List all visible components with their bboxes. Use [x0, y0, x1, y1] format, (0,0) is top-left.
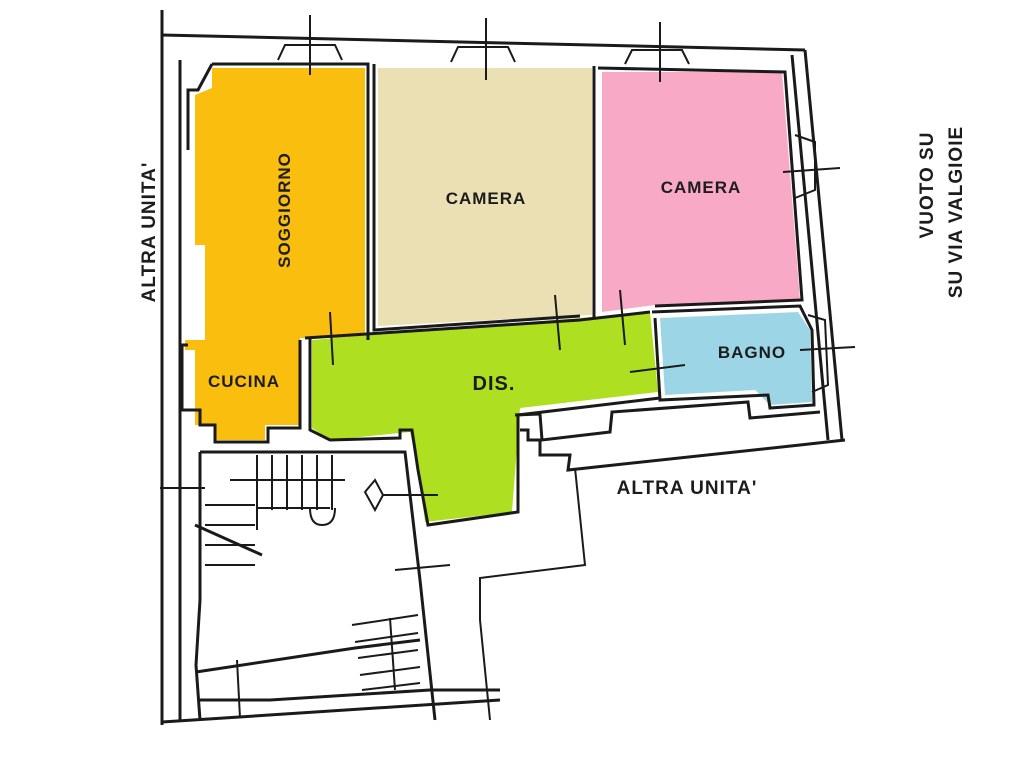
- room-dis-fill: [312, 312, 658, 522]
- label-camera-2: CAMERA: [661, 178, 742, 197]
- room-camera-1-fill: [378, 68, 592, 326]
- stairs-lower: [351, 614, 421, 691]
- annotation-vuoto-su: VUOTO SU: [917, 132, 938, 239]
- annotation-altra-unita-bottom: ALTRA UNITA': [617, 478, 758, 499]
- room-fills: [185, 68, 812, 522]
- room-soggiorno-fill: [185, 68, 365, 440]
- stairs-upper: [194, 455, 345, 566]
- walls: [160, 10, 846, 725]
- windows: [160, 15, 856, 719]
- room-camera-2-fill: [602, 72, 800, 312]
- room-bagno-fill: [660, 312, 812, 405]
- label-bagno: BAGNO: [718, 343, 786, 362]
- label-dis: DIS.: [473, 373, 516, 395]
- annotations: ALTRA UNITA' ALTRA UNITA' VUOTO SU SU VI…: [139, 126, 967, 499]
- room-labels: SOGGIORNO CAMERA CAMERA CUCINA DIS. BAGN…: [208, 152, 786, 395]
- label-cucina: CUCINA: [208, 372, 280, 391]
- label-camera-1: CAMERA: [446, 189, 527, 208]
- annotation-altra-unita-left: ALTRA UNITA': [139, 162, 160, 303]
- label-soggiorno: SOGGIORNO: [275, 152, 294, 268]
- annotation-via-valgioie: SU VIA VALGIOIE: [946, 126, 967, 298]
